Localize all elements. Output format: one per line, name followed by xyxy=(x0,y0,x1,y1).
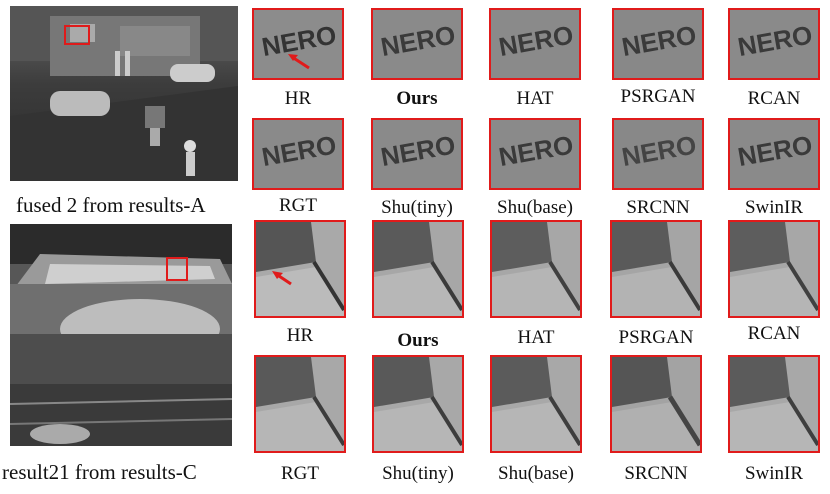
patch-c-psrgan xyxy=(610,220,702,318)
patch-c-ours xyxy=(372,220,464,318)
label-a-hat: HAT xyxy=(516,88,554,109)
patch-c-shu-base xyxy=(490,355,582,453)
patch-a-ours: NERO xyxy=(371,8,463,80)
label-c-srcnn: SRCNN xyxy=(624,463,688,484)
label-c-swinir: SwinIR xyxy=(744,463,804,484)
label-c-hat: HAT xyxy=(517,327,555,348)
label-c-shu-tiny: Shu(tiny) xyxy=(382,463,454,484)
patch-c-shu-tiny xyxy=(372,355,464,453)
label-a-ours: Ours xyxy=(396,88,438,109)
label-c-hr: HR xyxy=(286,325,314,346)
label-a-rcan: RCAN xyxy=(747,88,801,109)
scene-caption-a: fused 2 from results-A xyxy=(16,193,206,217)
patch-c-hr xyxy=(254,220,346,318)
patch-c-swinir xyxy=(728,355,820,453)
scene-caption-c: result21 from results-C xyxy=(2,460,197,484)
patch-a-rcan: NERO xyxy=(728,8,820,80)
patch-a-hat: NERO xyxy=(489,8,581,80)
patch-a-srcnn: NERO xyxy=(612,118,704,190)
label-a-psrgan: PSRGAN xyxy=(620,86,696,107)
scene-image-a xyxy=(10,6,238,181)
label-a-shu-tiny: Shu(tiny) xyxy=(381,197,453,218)
patch-c-rgt xyxy=(254,355,346,453)
label-c-psrgan: PSRGAN xyxy=(618,327,694,348)
patch-c-srcnn xyxy=(610,355,702,453)
label-c-shu-base: Shu(base) xyxy=(498,463,574,484)
label-a-swinir: SwinIR xyxy=(744,197,804,218)
label-a-hr: HR xyxy=(284,88,312,109)
patch-c-hat xyxy=(490,220,582,318)
label-a-rgt: RGT xyxy=(279,195,317,216)
label-c-ours: Ours xyxy=(397,330,439,351)
label-c-rgt: RGT xyxy=(281,463,319,484)
patch-a-shu-tiny: NERO xyxy=(371,118,463,190)
patch-a-psrgan: NERO xyxy=(612,8,704,80)
label-a-srcnn: SRCNN xyxy=(626,197,690,218)
patch-a-shu-base: NERO xyxy=(489,118,581,190)
label-a-shu-base: Shu(base) xyxy=(497,197,573,218)
patch-c-rcan xyxy=(728,220,820,318)
patch-a-hr: NERO xyxy=(252,8,344,80)
patch-a-rgt: NERO xyxy=(252,118,344,190)
scene-image-c xyxy=(10,224,232,446)
label-c-rcan: RCAN xyxy=(747,323,801,344)
patch-a-swinir: NERO xyxy=(728,118,820,190)
